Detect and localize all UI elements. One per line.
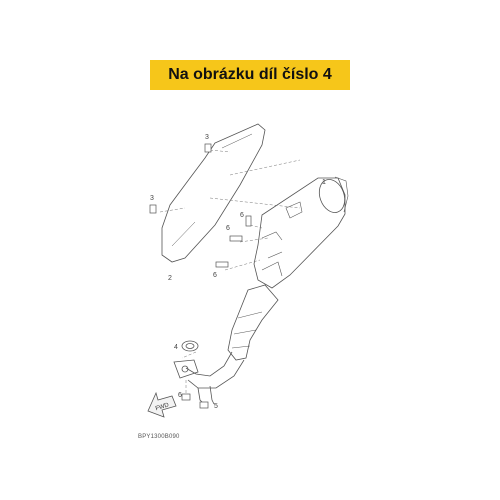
callout-5: 5: [214, 403, 218, 410]
heat-shield: [161, 123, 266, 263]
callout-3a: 3: [205, 134, 209, 141]
callout-3b: 3: [150, 195, 154, 202]
callout-4: 4: [174, 344, 178, 351]
callout-1: 1: [322, 179, 326, 186]
callout-2: 2: [168, 275, 172, 282]
diagram-code: BPY1300B090: [138, 434, 180, 440]
fwd-arrow-icon: FWD: [147, 391, 177, 418]
callout-6a: 6: [240, 212, 244, 219]
callout-6c: 6: [213, 272, 217, 279]
part-banner: Na obrázku díl číslo 4: [150, 60, 350, 90]
callout-6d: 6: [178, 392, 182, 399]
muffler: [253, 177, 346, 289]
fwd-label: FWD: [155, 402, 170, 412]
callout-6b: 6: [226, 225, 230, 232]
banner-text: Na obrázku díl číslo 4: [168, 66, 332, 83]
